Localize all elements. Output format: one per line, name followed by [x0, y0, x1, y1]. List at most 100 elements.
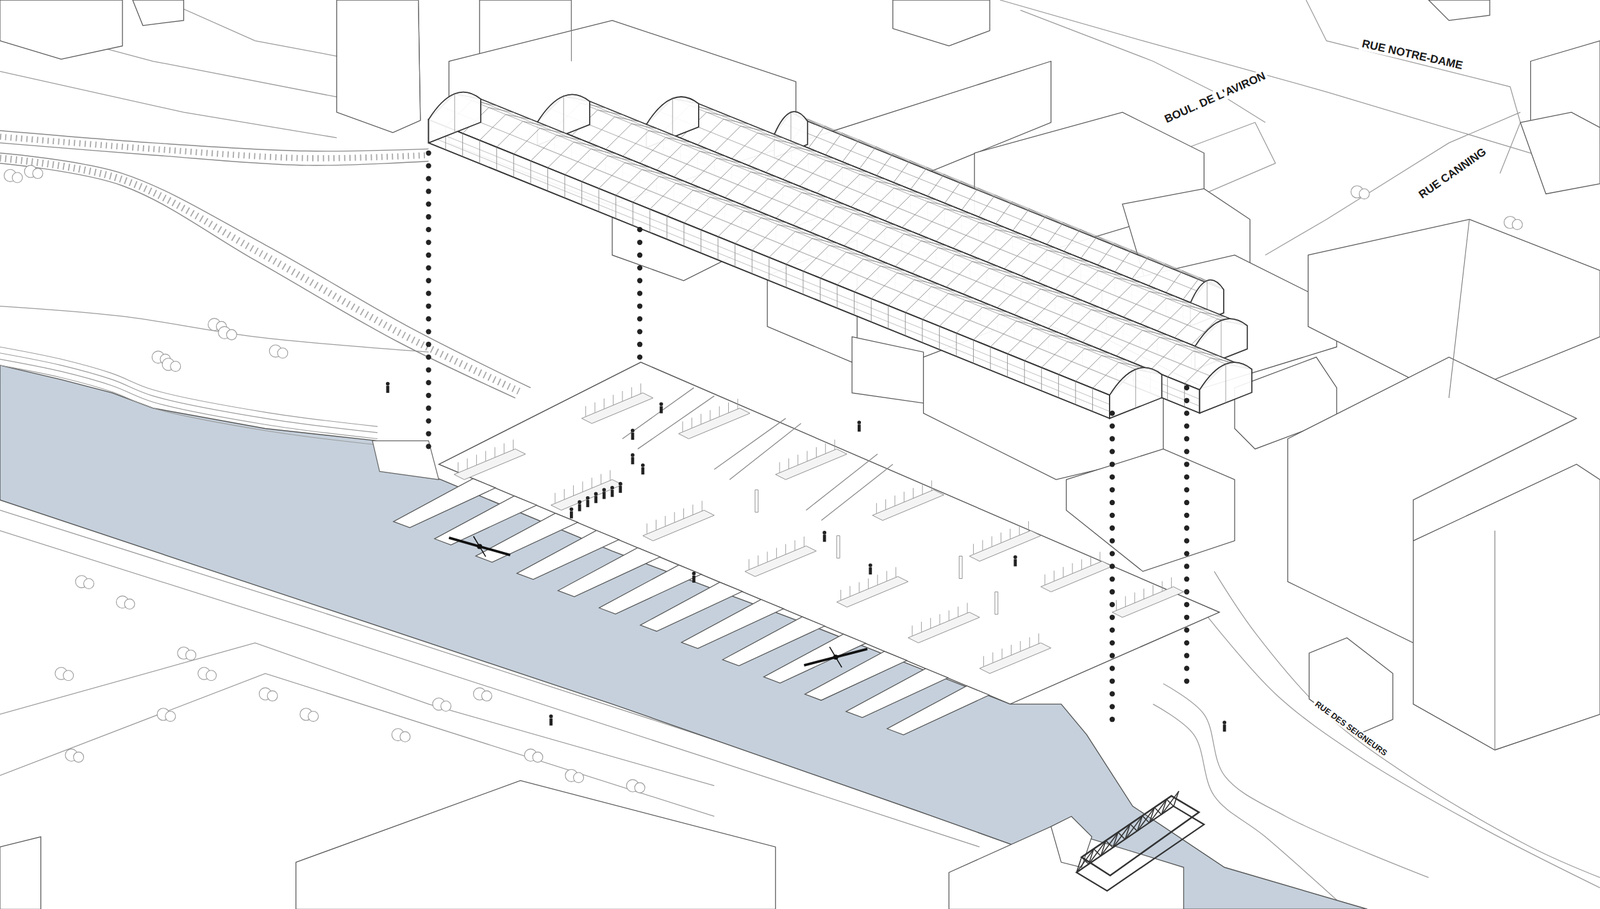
projection-dots [425, 328, 431, 334]
truss-bridge [1166, 799, 1174, 807]
projection-dots [1109, 703, 1115, 709]
projection-dots [1183, 398, 1190, 404]
boat-rack [554, 492, 556, 504]
boat-rack [1038, 633, 1040, 644]
boat-rack [664, 516, 666, 527]
greenhouse-roof [1225, 364, 1227, 403]
person-figure [569, 507, 574, 511]
boat-rack [1053, 570, 1055, 581]
truss-bridge [1105, 840, 1113, 848]
person-figure [585, 500, 590, 508]
boat-rack [886, 571, 888, 582]
boat-rack [612, 394, 614, 406]
boat-rack [836, 576, 908, 608]
projection-dots [1109, 614, 1115, 620]
boat-rack [1112, 586, 1184, 618]
boat-rack [709, 410, 711, 421]
riverbank [0, 346, 439, 480]
boat-rack [908, 612, 980, 643]
boat-rack [1099, 551, 1100, 563]
street-label: BOUL. DE L'AVIRON [1160, 68, 1270, 127]
truss-bridge [1149, 807, 1155, 824]
projection-dots [425, 354, 431, 360]
boat-rack [1125, 596, 1126, 607]
building-block [1428, 0, 1491, 21]
person-figure [857, 420, 861, 425]
tree-symbols [267, 691, 278, 702]
tree-symbols [1358, 188, 1370, 199]
person-figure [822, 530, 827, 535]
boat-rack [485, 450, 486, 461]
projection-dots [425, 214, 431, 220]
person-figure [641, 467, 645, 475]
person-figure [630, 453, 635, 458]
projection-dots [637, 316, 643, 322]
boat-rack [1041, 560, 1113, 592]
building-block [1520, 112, 1600, 194]
railway-track [0, 163, 516, 399]
projection-dots [1109, 474, 1115, 480]
boat-rack [551, 479, 623, 511]
person-figure [618, 482, 623, 486]
boat-rack [903, 491, 905, 502]
greenhouse-roof [428, 119, 1110, 419]
person-figure [1013, 558, 1017, 567]
tree-symbols [400, 731, 411, 742]
person-figure [594, 496, 598, 504]
projection-dots [1183, 525, 1190, 531]
projection-dots [425, 430, 431, 436]
boat-rack [1019, 641, 1021, 652]
projection-dots [1109, 665, 1115, 671]
greenhouse-roof [441, 106, 1123, 383]
boat-rack [1162, 581, 1163, 592]
building-block [851, 336, 924, 403]
projection-dots [425, 150, 1190, 723]
boat-rack [757, 555, 759, 566]
building-block [1413, 418, 1577, 500]
boat-rack [1071, 563, 1073, 574]
boat-rack [603, 398, 605, 409]
person-figure [1223, 724, 1227, 732]
projection-dots [1183, 474, 1190, 480]
boat-rack [655, 519, 657, 531]
rowing-shell [829, 646, 842, 668]
greenhouse-roof [454, 93, 1136, 370]
boat-rack [921, 483, 923, 495]
boat-rack [573, 485, 574, 496]
person-figure [868, 563, 873, 568]
person-figure [385, 382, 390, 386]
person-figure [549, 714, 554, 719]
truss-bridge [1130, 824, 1138, 832]
building-block [336, 0, 421, 133]
person-figure [692, 571, 697, 576]
person-figure [868, 567, 872, 575]
tree-symbols [1512, 219, 1523, 230]
truss-bridge [1161, 791, 1179, 815]
projection-dots [1109, 448, 1115, 454]
boat-rack [930, 617, 931, 629]
boat-rack [1090, 555, 1092, 567]
projection-dots [1109, 653, 1115, 659]
boat-rack [872, 489, 944, 521]
boat-rack [700, 414, 702, 425]
boat-rack [1116, 600, 1117, 611]
building-block [571, 0, 572, 62]
boat-rack [921, 621, 922, 633]
projection-dots [1109, 435, 1115, 442]
truss-bridge [1112, 832, 1118, 848]
projection-dots [425, 201, 431, 207]
projection-dots [1183, 448, 1190, 454]
marina-platform [393, 362, 1220, 735]
person-figure [385, 385, 390, 393]
projection-dots [425, 405, 431, 411]
building-block [0, 0, 123, 59]
boat-rack [969, 530, 1041, 562]
projection-dots [1109, 576, 1115, 582]
projection-dots [1109, 589, 1115, 595]
marina-platform [887, 685, 990, 735]
greenhouse-roof [563, 96, 565, 135]
building-block [1308, 637, 1393, 735]
